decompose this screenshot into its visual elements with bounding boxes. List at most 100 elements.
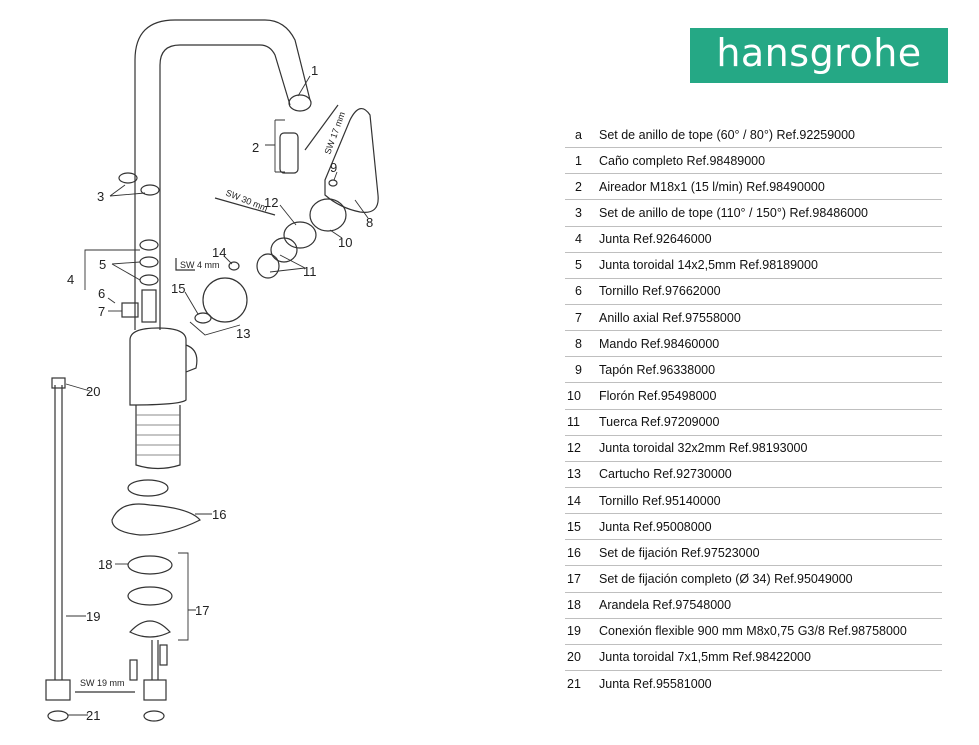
hex-key-icon (175, 258, 195, 271)
handle-drawing (324, 108, 379, 213)
callout-15: 15 (171, 281, 185, 296)
thread-lines (136, 414, 180, 456)
oring-drawing (139, 256, 159, 268)
hose-fitting-drawing (51, 377, 66, 389)
part-description: Junta Ref.95008000 (599, 519, 712, 534)
part-number: 4 (575, 232, 582, 247)
wrench-label-sw17: SW 17 mm (322, 110, 347, 155)
wrench-label-sw19: SW 19 mm (80, 678, 125, 688)
oring-drawing (139, 274, 159, 286)
part-number: 13 (567, 467, 581, 482)
exploded-diagram: 1 2 3 4 5 6 7 8 9 10 11 12 13 14 15 16 1… (45, 19, 379, 723)
screw-drawing (228, 261, 240, 271)
part-description: Set de anillo de tope (60° / 80°) Ref.92… (599, 127, 856, 142)
stop-ring-drawing (118, 172, 138, 184)
part-description: Florón Ref.95498000 (599, 388, 717, 403)
part-description: Cartucho Ref.92730000 (599, 467, 732, 482)
part-number: 2 (575, 179, 582, 194)
spout-drawing (134, 19, 311, 330)
callout-2: 2 (252, 140, 259, 155)
nut-drawing (270, 237, 298, 263)
flex-hose-drawing (54, 385, 63, 680)
nut-drawing (256, 253, 280, 279)
part-row: 12 Junta toroidal 32x2mm Ref.98193000 (565, 436, 942, 462)
part-number: 5 (575, 258, 582, 273)
part-number: 11 (567, 415, 580, 430)
part-number: 12 (567, 441, 581, 456)
callout-7: 7 (98, 304, 105, 319)
part-row: 2 Aireador M18x1 (15 l/min) Ref.98490000 (565, 174, 942, 201)
body-drawing (129, 327, 198, 406)
part-description: Set de anillo de tope (110° / 150°) Ref.… (599, 205, 868, 220)
callout-14: 14 (212, 245, 226, 260)
part-row: 5 Junta toroidal 14x2,5mm Ref.98189000 (565, 253, 942, 279)
part-description: Arandela Ref.97548000 (599, 598, 732, 613)
part-number: 21 (567, 677, 581, 692)
stud-drawing (129, 659, 138, 681)
washer-drawing (127, 479, 169, 497)
part-number: 9 (575, 362, 582, 377)
leader-lines (65, 75, 369, 716)
part-number: 7 (575, 310, 582, 325)
part-description: Mando Ref.98460000 (599, 336, 720, 351)
callout-6: 6 (98, 286, 105, 301)
part-row: 8 Mando Ref.98460000 (565, 331, 942, 358)
seal-drawing (143, 710, 165, 722)
callout-19: 19 (86, 609, 100, 624)
seal-drawing (47, 710, 69, 722)
callout-4: 4 (67, 272, 74, 287)
stop-ring-drawing (140, 184, 160, 196)
part-number: 17 (567, 571, 581, 586)
part-description: Aireador M18x1 (15 l/min) Ref.98490000 (599, 179, 825, 194)
cap-drawing (328, 179, 338, 187)
part-row: 13 Cartucho Ref.92730000 (565, 462, 942, 488)
seal-drawing (194, 312, 212, 324)
stud-drawing (159, 644, 168, 666)
hose-nut-drawing (45, 679, 71, 701)
callout-21: 21 (86, 708, 100, 723)
part-number: 14 (567, 493, 581, 508)
callout-12: 12 (264, 195, 278, 210)
callout-9: 9 (330, 160, 337, 175)
part-description: Conexión flexible 900 mm M8x0,75 G3/8 Re… (599, 624, 907, 639)
part-description: Junta toroidal 14x2,5mm Ref.98189000 (599, 258, 818, 273)
part-description: Caño completo Ref.98489000 (599, 153, 766, 168)
part-description: Anillo axial Ref.97558000 (599, 310, 741, 325)
oring-32-drawing (283, 221, 317, 249)
wrench-icon (214, 197, 276, 216)
part-number: 8 (575, 336, 582, 351)
callout-17: 17 (195, 603, 209, 618)
part-description: Junta toroidal 7x1,5mm Ref.98422000 (599, 650, 811, 665)
part-number: 16 (567, 545, 581, 560)
callout-13: 13 (236, 326, 250, 341)
aerator-drawing (279, 132, 299, 174)
fixing-nut-drawing (129, 620, 171, 638)
part-number: 20 (567, 650, 581, 665)
part-description: Junta toroidal 32x2mm Ref.98193000 (599, 441, 808, 456)
logo-text: hansgrohe (716, 30, 922, 75)
callout-11: 11 (303, 264, 317, 279)
part-number: 6 (575, 284, 582, 299)
spout-outlet (288, 94, 312, 112)
callout-20: 20 (86, 384, 100, 399)
part-row: 20 Junta toroidal 7x1,5mm Ref.98422000 (565, 645, 942, 671)
part-description: Tapón Ref.96338000 (599, 362, 716, 377)
cartridge-drawing (202, 277, 248, 323)
part-description: Tornillo Ref.95140000 (599, 493, 721, 508)
callout-16: 16 (212, 507, 226, 522)
part-number: 10 (567, 388, 581, 403)
part-row: 3 Set de anillo de tope (110° / 150°) Ref… (565, 200, 942, 227)
part-description: Junta Ref.92646000 (599, 232, 712, 247)
wrench-label-sw30: SW 30 mm (224, 188, 269, 214)
thread-drawing (141, 289, 157, 323)
part-number: 3 (575, 205, 582, 220)
